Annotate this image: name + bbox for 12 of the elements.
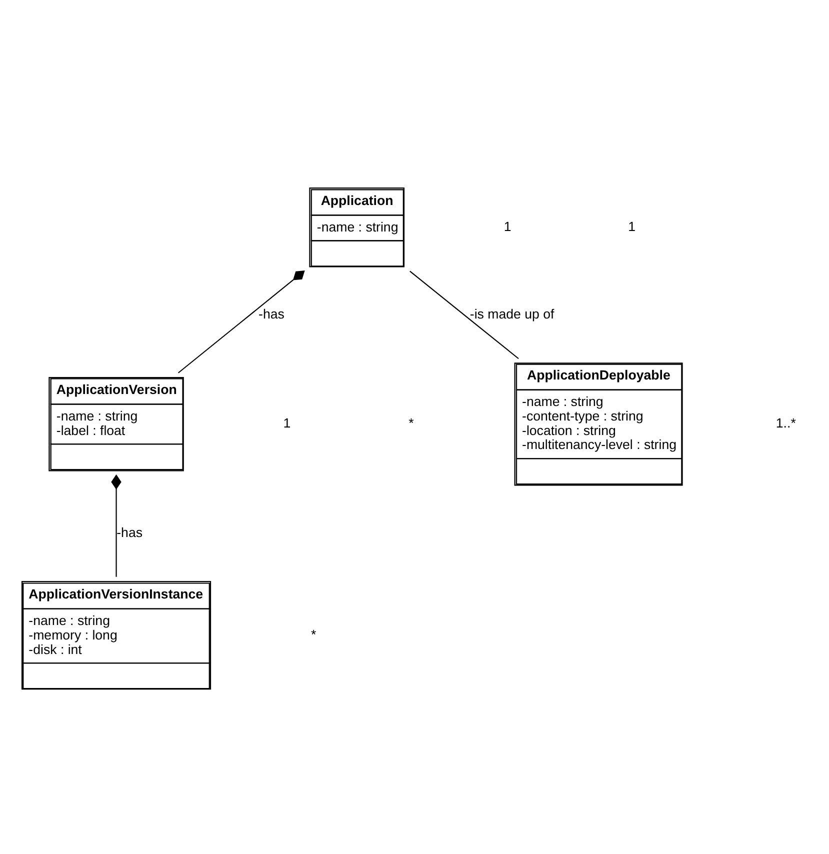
connector <box>178 270 305 373</box>
label: 1 <box>628 218 636 234</box>
edge-label: -has <box>258 306 284 321</box>
connector <box>410 270 519 359</box>
edge-label: -has <box>116 524 143 540</box>
connector <box>111 474 122 576</box>
label: 1 <box>504 218 512 234</box>
edge-label: -is made up of <box>470 306 554 321</box>
label: 1..* <box>776 415 796 430</box>
label: 1 <box>283 415 291 430</box>
label: * <box>311 626 316 642</box>
label: * <box>408 415 414 430</box>
